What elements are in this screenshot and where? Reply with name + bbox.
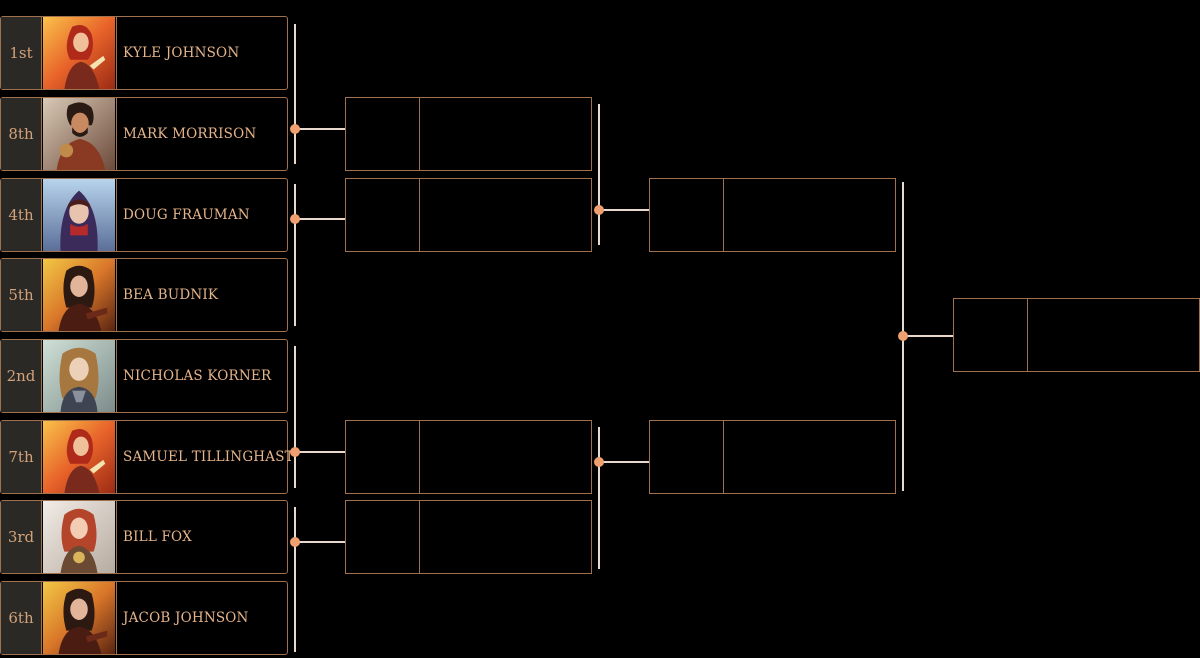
connector-line [598,104,600,245]
junction-dot [290,447,300,457]
junction-dot [290,537,300,547]
dark-haired-rogue-icon [42,259,117,331]
seed-label: 2nd [1,340,42,412]
seed-label: 4th [1,179,42,251]
seed-label: 6th [1,582,42,654]
slot-divider [419,421,420,493]
junction-dot [594,457,604,467]
player-slot-4[interactable]: 5th BEA BUDNIK [0,258,288,332]
connector-line [295,451,346,453]
seed-label: 7th [1,421,42,493]
connector-line [598,427,600,569]
red-haired-warrior-icon [42,421,117,493]
junction-dot [290,214,300,224]
connector-line [599,209,650,211]
player-slot-5[interactable]: 2nd NICHOLAS KORNER [0,339,288,413]
slot-divider [419,98,420,170]
player-name: DOUG FRAUMAN [123,207,250,223]
connector-line [295,541,346,543]
player-name: JACOB JOHNSON [123,610,249,626]
junction-dot [290,124,300,134]
slot-divider [1027,299,1028,371]
bearded-warrior-icon [42,98,117,170]
round3-slot-1[interactable] [649,178,896,252]
player-name: KYLE JOHNSON [123,45,240,61]
red-haired-warrior-icon [42,17,117,89]
player-slot-1[interactable]: 1st KYLE JOHNSON [0,16,288,90]
player-name: SAMUEL TILLINGHAST [123,449,294,465]
blonde-knight-icon [42,340,117,412]
player-name: BILL FOX [123,529,192,545]
seed-label: 1st [1,17,42,89]
red-haired-gunslinger-icon [42,501,117,573]
round2-slot-2[interactable] [345,178,592,252]
connector-line [295,218,346,220]
player-slot-7[interactable]: 3rd BILL FOX [0,500,288,574]
round3-slot-2[interactable] [649,420,896,494]
slot-divider [723,179,724,251]
round2-slot-1[interactable] [345,97,592,171]
connector-line [294,507,296,652]
hooded-mage-icon [42,179,117,251]
dark-haired-rogue-icon [42,582,117,654]
player-name: NICHOLAS KORNER [123,368,272,384]
slot-divider [419,179,420,251]
seed-label: 5th [1,259,42,331]
player-name: BEA BUDNIK [123,287,219,303]
junction-dot [594,205,604,215]
round2-slot-3[interactable] [345,420,592,494]
connector-line [599,461,650,463]
connector-line [294,184,296,326]
connector-line [903,335,954,337]
connector-line [294,24,296,164]
round2-slot-4[interactable] [345,500,592,574]
player-slot-3[interactable]: 4th DOUG FRAUMAN [0,178,288,252]
connector-line [294,346,296,488]
slot-divider [723,421,724,493]
connector-line [295,128,346,130]
seed-label: 8th [1,98,42,170]
player-slot-2[interactable]: 8th MARK MORRISON [0,97,288,171]
seed-label: 3rd [1,501,42,573]
junction-dot [898,331,908,341]
player-slot-8[interactable]: 6th JACOB JOHNSON [0,581,288,655]
champion-slot[interactable] [953,298,1200,372]
player-name: MARK MORRISON [123,126,257,142]
slot-divider [419,501,420,573]
player-slot-6[interactable]: 7th SAMUEL TILLINGHAST [0,420,294,494]
